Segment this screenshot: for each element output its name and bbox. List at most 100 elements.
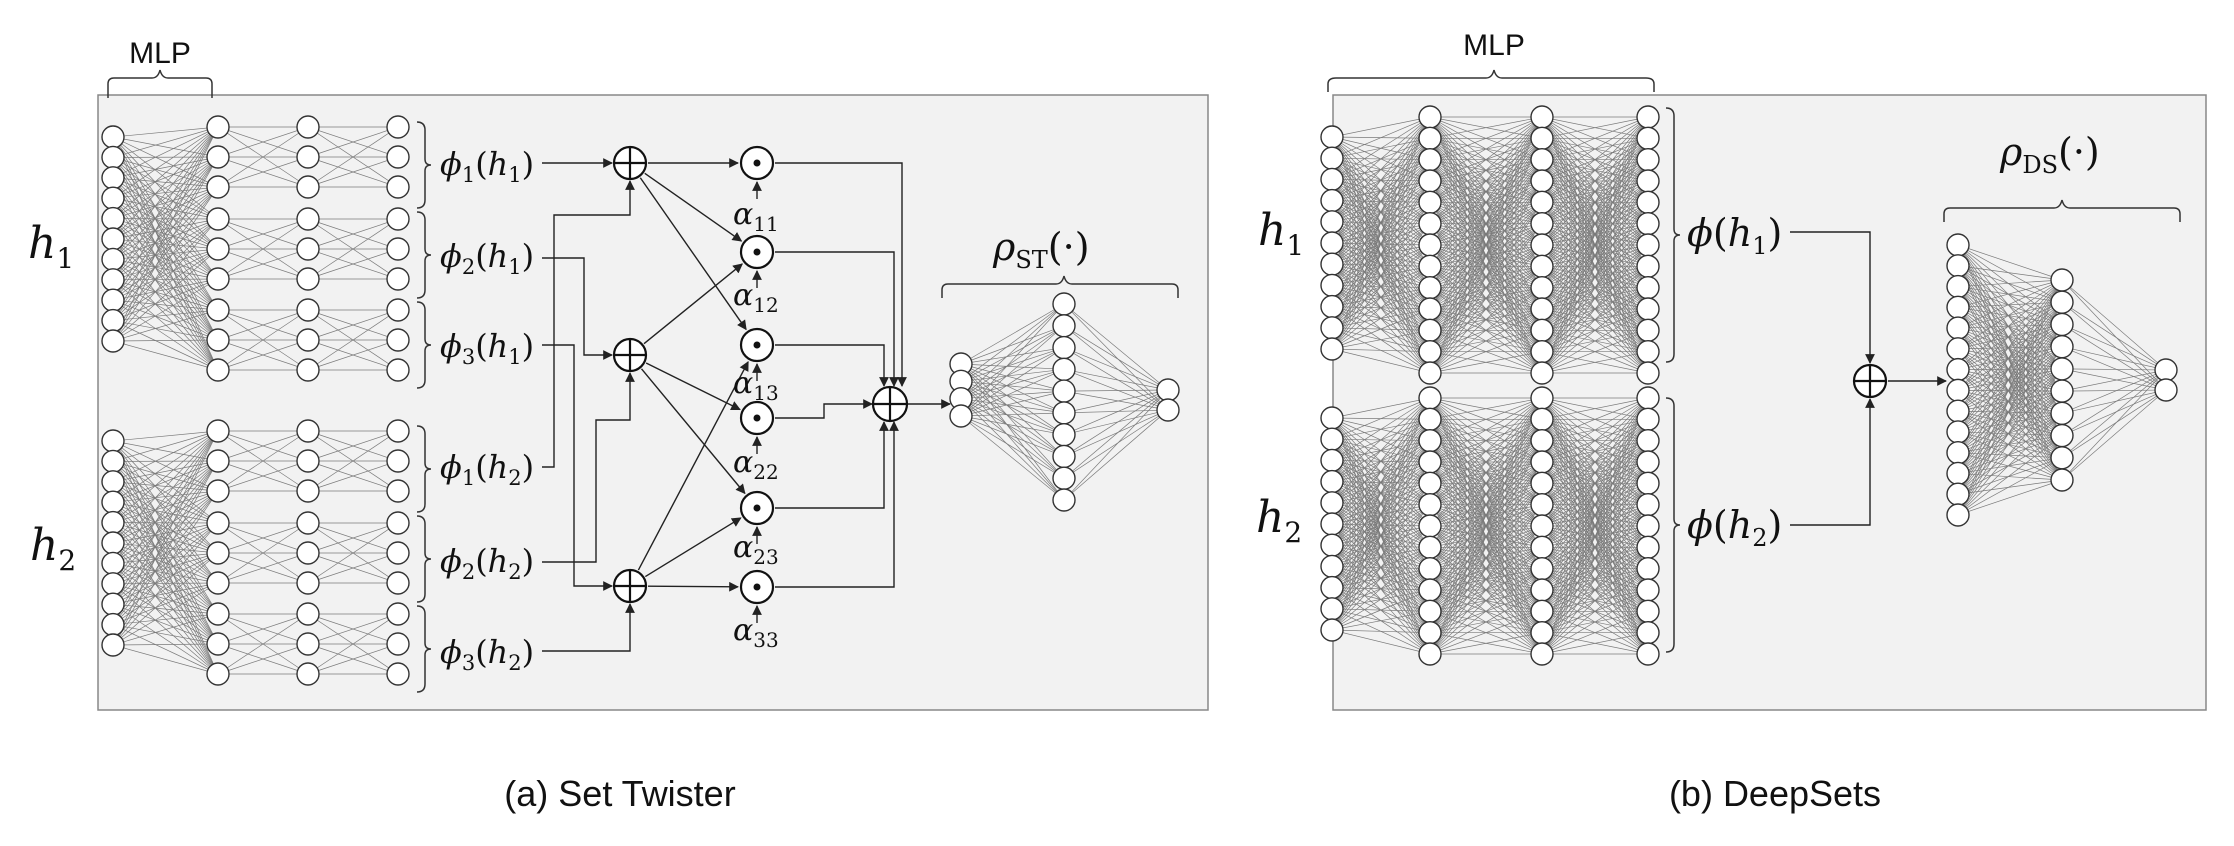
- neuron: [101, 551, 125, 576]
- neuron: [296, 511, 320, 535]
- neuron: [2050, 401, 2074, 426]
- neuron: [101, 125, 125, 149]
- neuron: [1636, 254, 1660, 279]
- neuron: [1530, 386, 1554, 410]
- neuron: [386, 358, 410, 382]
- neuron: [1636, 361, 1660, 385]
- neuron: [206, 662, 230, 686]
- neuron: [1418, 339, 1442, 364]
- neuron: [1052, 314, 1076, 338]
- neuron: [1052, 422, 1076, 447]
- panel-a-box: [97, 94, 1209, 711]
- neuron: [1418, 407, 1442, 432]
- neuron: [101, 166, 125, 190]
- neuron: [2050, 423, 2074, 448]
- neuron: [1418, 254, 1442, 279]
- neuron: [296, 237, 320, 261]
- wire: [1790, 231, 1875, 364]
- wire: [644, 172, 743, 242]
- neuron: [1636, 556, 1660, 581]
- neuron: [1530, 450, 1554, 474]
- neuron: [1946, 461, 1970, 486]
- neuron: [101, 145, 125, 170]
- neuron: [296, 358, 320, 382]
- neuron: [101, 490, 125, 514]
- neuron: [386, 145, 410, 169]
- neuron: [101, 227, 125, 251]
- panel-a-phi-labels: ϕ1(h1) ϕ2(h1) ϕ3(h1) ϕ1(h2) ϕ2(h2) ϕ3(h2…: [440, 145, 534, 675]
- neuron: [2154, 378, 2178, 402]
- neuron: [1946, 482, 1970, 506]
- brace: [416, 301, 432, 389]
- panel-a-net-h1: [101, 115, 410, 382]
- neuron: [1320, 597, 1344, 621]
- brace: [1665, 107, 1681, 363]
- neuron: [101, 531, 125, 555]
- neuron: [1636, 275, 1660, 300]
- neuron: [206, 511, 230, 535]
- neuron: [2050, 312, 2074, 337]
- neuron: [206, 632, 230, 656]
- neuron: [1530, 620, 1554, 645]
- neuron: [101, 329, 125, 353]
- panel-b-net-h1: [1320, 105, 1660, 385]
- neuron: [101, 592, 125, 616]
- neuron: [296, 632, 320, 656]
- neuron: [206, 541, 230, 565]
- neuron: [1636, 126, 1660, 151]
- neuron: [1320, 252, 1344, 276]
- alpha-label: α11: [733, 197, 779, 236]
- neuron: [386, 449, 410, 473]
- neuron: [1052, 357, 1076, 382]
- neuron: [1636, 211, 1660, 236]
- neuron: [386, 571, 410, 595]
- wire: [639, 177, 747, 331]
- neuron: [101, 247, 125, 272]
- sum-node: [612, 568, 648, 604]
- neuron: [2050, 334, 2074, 359]
- neuron: [386, 602, 410, 626]
- neuron: [1530, 105, 1554, 129]
- neuron: [1530, 147, 1554, 172]
- neuron: [1636, 642, 1660, 666]
- neuron: [206, 358, 230, 382]
- neuron: [1418, 599, 1442, 624]
- neuron: [101, 288, 125, 312]
- neuron: [1636, 578, 1660, 602]
- neuron: [386, 511, 410, 535]
- brace: [416, 515, 432, 603]
- wire: [775, 399, 873, 419]
- neuron: [1320, 448, 1344, 473]
- neuron: [1530, 190, 1554, 215]
- sum-node: [1852, 363, 1888, 399]
- neuron: [1530, 211, 1554, 236]
- neuron: [296, 479, 320, 503]
- neuron: [1052, 488, 1076, 512]
- neuron: [2050, 468, 2074, 492]
- caption-b: (b) DeepSets: [1669, 773, 1881, 814]
- neuron: [1946, 503, 1970, 527]
- neuron: [206, 449, 230, 473]
- neuron: [101, 429, 125, 453]
- neuron: [296, 298, 320, 322]
- neuron: [1320, 146, 1344, 170]
- neuron: [1320, 210, 1344, 234]
- wire: [542, 372, 635, 563]
- neuron: [1530, 254, 1554, 279]
- neuron: [386, 419, 410, 443]
- neuron: [1946, 337, 1970, 361]
- alpha-label: α23: [733, 530, 779, 569]
- neuron: [1530, 471, 1554, 496]
- panel-a-net-h2: [101, 419, 410, 686]
- panel-a-rho-net: [949, 292, 1180, 512]
- neuron: [1320, 125, 1344, 149]
- neuron: [206, 298, 230, 322]
- brace: [1665, 397, 1681, 653]
- neuron: [949, 404, 973, 428]
- neuron: [296, 662, 320, 686]
- neuron: [386, 662, 410, 686]
- neuron: [1946, 399, 1970, 423]
- neuron: [1636, 620, 1660, 645]
- panel-b-phi-h1: ϕ(h1): [1687, 211, 1782, 260]
- neuron: [1320, 188, 1344, 213]
